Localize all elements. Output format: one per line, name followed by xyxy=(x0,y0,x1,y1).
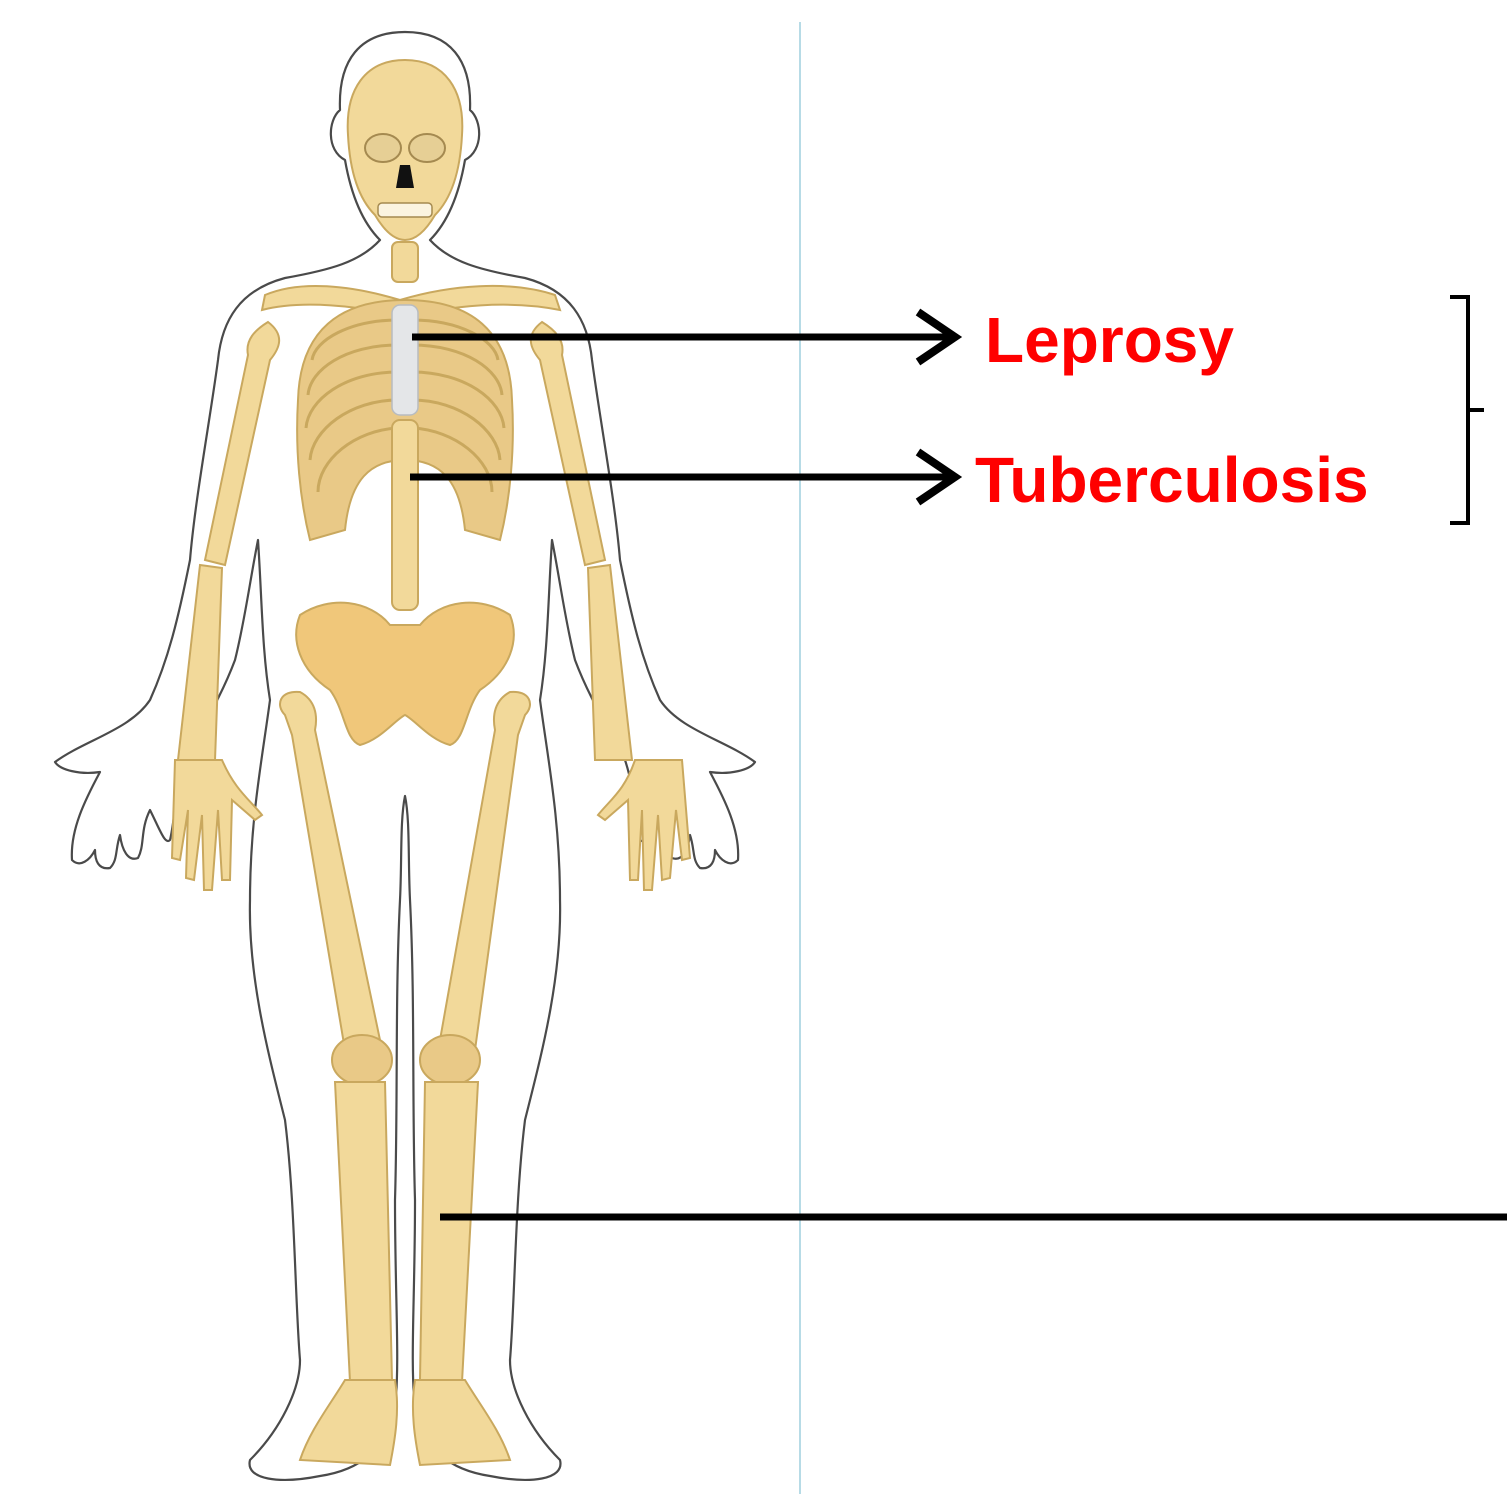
leprosy-label: Leprosy xyxy=(985,308,1234,372)
right-forearm xyxy=(588,565,632,760)
left-femur xyxy=(280,692,380,1050)
pelvis xyxy=(296,603,514,745)
right-femur xyxy=(440,692,530,1050)
left-eye-socket xyxy=(365,134,401,162)
right-humerus xyxy=(531,322,605,565)
teeth xyxy=(378,203,432,217)
left-knee xyxy=(332,1035,392,1085)
left-forearm xyxy=(178,565,222,760)
right-eye-socket xyxy=(409,134,445,162)
left-hand xyxy=(172,760,262,890)
right-hand xyxy=(598,760,690,890)
lumbar-spine xyxy=(392,420,418,610)
cervical-spine xyxy=(392,242,418,282)
human-skeleton-icon xyxy=(55,32,755,1480)
grouping-bracket xyxy=(1450,297,1484,523)
right-tibia-fibula xyxy=(420,1082,478,1382)
right-foot xyxy=(413,1380,510,1465)
tuberculosis-label: Tuberculosis xyxy=(975,448,1369,512)
left-foot xyxy=(300,1380,397,1465)
right-knee xyxy=(420,1035,480,1085)
left-tibia-fibula xyxy=(335,1082,392,1382)
left-humerus xyxy=(205,322,279,565)
sternum xyxy=(392,305,418,415)
